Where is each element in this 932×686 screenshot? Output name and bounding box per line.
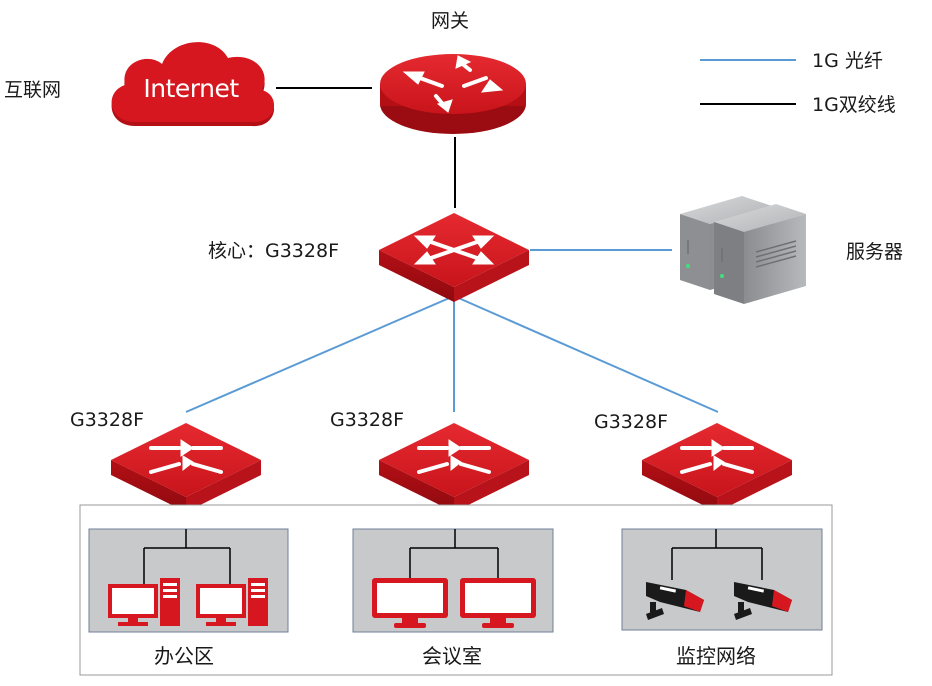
server-label: 服务器 — [846, 241, 903, 263]
internet-cloud-text: Internet — [143, 74, 239, 103]
zone-office-label: 办公区 — [154, 644, 214, 668]
legend-copper-label: 1G双绞线 — [812, 94, 896, 116]
access-switch-2-icon — [379, 423, 529, 512]
zone-meeting-room: 会议室 — [352, 528, 554, 668]
access-switch-3-label: G3328F — [594, 411, 668, 433]
link-core-access-1 — [185, 295, 455, 413]
link-core-access-3 — [453, 295, 719, 413]
server-icon — [680, 196, 806, 304]
legend-fiber-label: 1G 光纤 — [812, 50, 883, 72]
zone-office: 办公区 — [88, 528, 289, 668]
zone-cctv-label: 监控网络 — [676, 644, 756, 668]
gateway-router-icon — [380, 54, 526, 134]
zone-meeting-label: 会议室 — [422, 644, 482, 668]
access-switch-1-label: G3328F — [70, 409, 144, 431]
monitor-icon — [460, 578, 536, 628]
desktop-pc-icon — [196, 578, 268, 626]
access-switch-3-icon — [642, 423, 792, 512]
core-switch-icon — [379, 213, 529, 302]
cctv-camera-icon — [734, 582, 792, 620]
desktop-pc-icon — [108, 578, 180, 626]
access-switch-2-label: G3328F — [330, 409, 404, 431]
legend: 1G 光纤 1G双绞线 — [700, 50, 896, 116]
zone-cctv: 监控网络 — [621, 528, 823, 668]
access-switch-1-icon — [111, 423, 261, 512]
cctv-camera-icon — [646, 582, 704, 620]
monitor-icon — [372, 578, 448, 628]
gateway-label: 网关 — [431, 10, 469, 32]
internet-label: 互联网 — [4, 79, 61, 101]
internet-cloud-icon: Internet — [111, 42, 275, 127]
core-switch-label: 核心：G3328F — [208, 240, 339, 262]
